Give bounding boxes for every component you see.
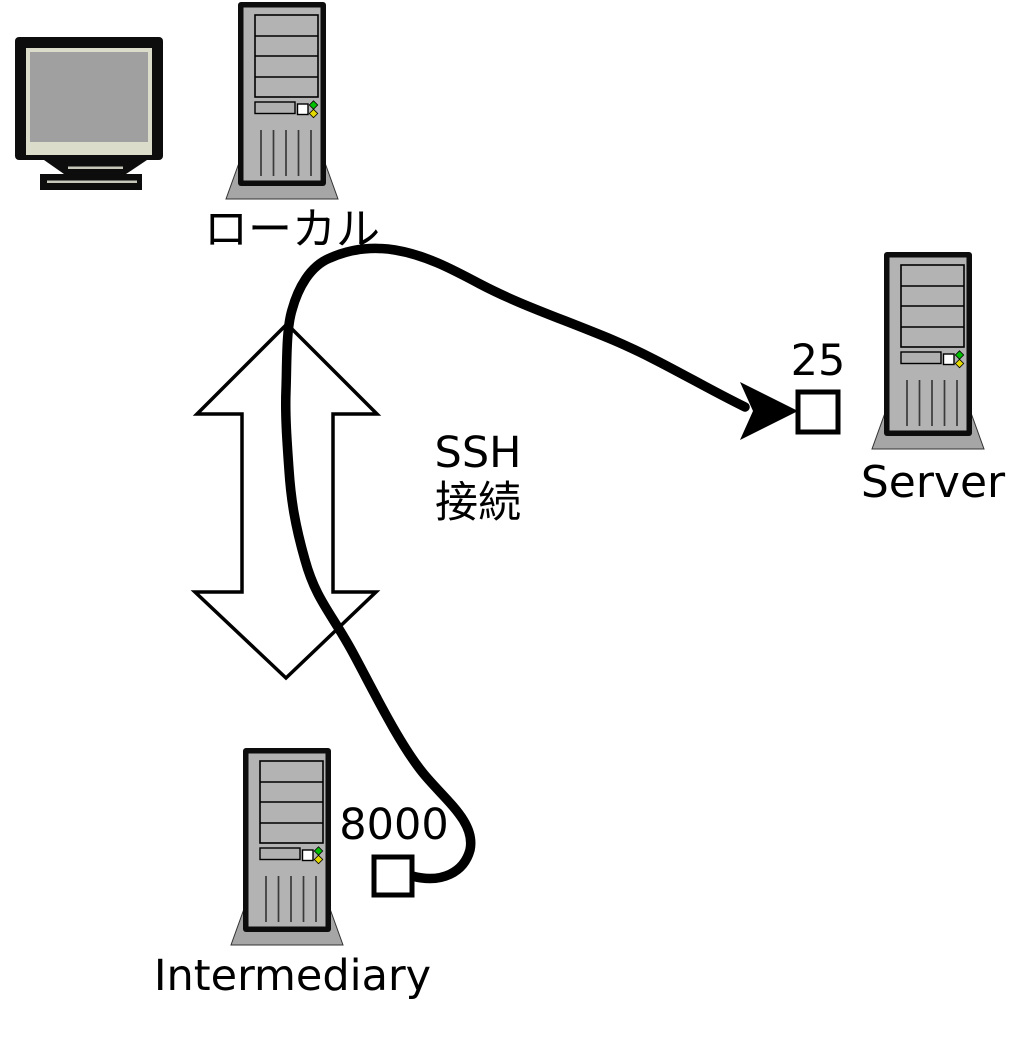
server-tower-icon xyxy=(871,251,985,450)
intermediary-tower-icon xyxy=(230,747,344,946)
forwarded-connection-curve xyxy=(280,243,750,884)
local-label: ローカル xyxy=(204,204,380,255)
monitor-base-line xyxy=(47,180,137,183)
ssh-tunnel-label-line1: SSH xyxy=(434,428,522,478)
intermediary-port-box xyxy=(371,854,415,898)
server-label: Server xyxy=(860,457,1006,508)
monitor-screen xyxy=(30,52,148,142)
server-port-label: 25 xyxy=(790,336,846,386)
ssh-tunnel-label: SSH 接続 xyxy=(408,428,548,528)
intermediary-port-label: 8000 xyxy=(339,800,449,850)
ssh-tunnel-label-line2: 接続 xyxy=(435,478,521,528)
server-port-box xyxy=(795,389,841,435)
connection-arrowhead-icon xyxy=(740,382,798,440)
monitor-neck-line xyxy=(68,166,123,169)
monitor-icon xyxy=(15,37,163,190)
local-tower-icon xyxy=(225,1,339,200)
ssh-tunnel-double-arrow-icon xyxy=(190,321,382,681)
intermediary-label: Intermediary xyxy=(153,951,432,1001)
